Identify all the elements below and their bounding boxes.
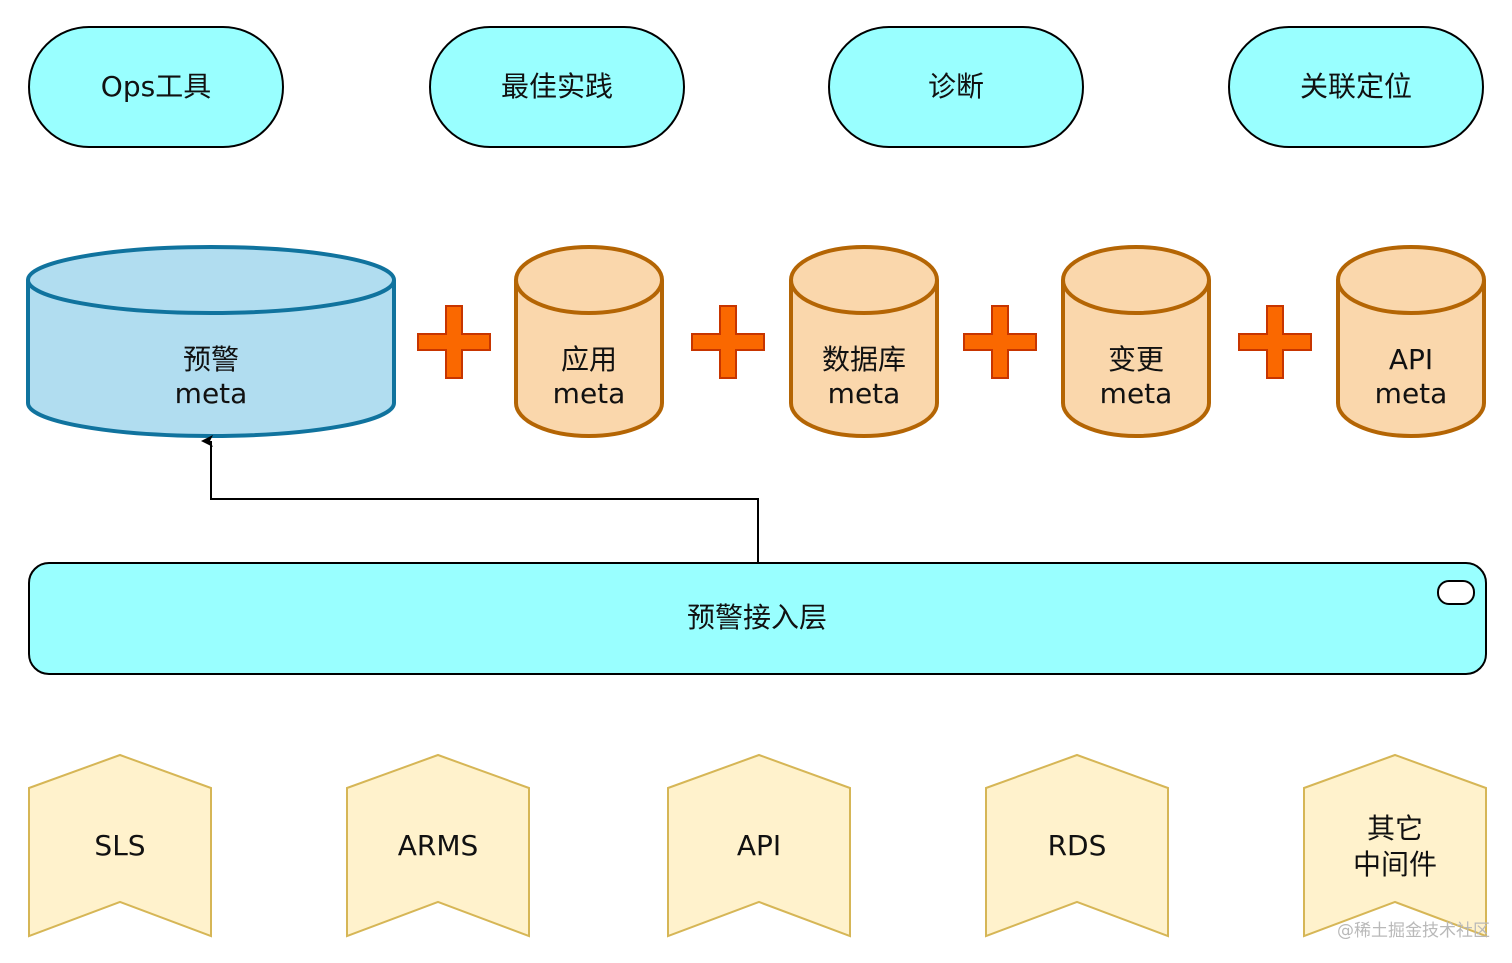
db-label-line1: 变更 bbox=[1108, 343, 1164, 376]
source-label-line1: 其它 bbox=[1367, 812, 1423, 845]
source-rds: RDS bbox=[985, 753, 1169, 938]
db-label-line2: meta bbox=[1375, 377, 1448, 410]
top-row: Ops工具 最佳实践 诊断 关联定位 bbox=[28, 26, 1484, 148]
source-sls: SLS bbox=[28, 753, 212, 938]
top-pill-ops-tools: Ops工具 bbox=[28, 26, 284, 148]
plus-icon bbox=[963, 305, 1037, 379]
plus-icon bbox=[691, 305, 765, 379]
source-label: API bbox=[737, 829, 781, 862]
top-pill-correlation: 关联定位 bbox=[1228, 26, 1484, 148]
watermark: @稀土掘金技术社区 bbox=[1337, 921, 1490, 941]
connector-arrow bbox=[201, 435, 759, 562]
source-label: ARMS bbox=[398, 829, 479, 862]
top-pill-diagnosis: 诊断 bbox=[828, 26, 1084, 148]
db-change-meta: 变更 meta bbox=[1061, 245, 1211, 438]
db-api-meta: API meta bbox=[1336, 245, 1486, 438]
source-api: API bbox=[667, 753, 851, 938]
db-label-line2: meta bbox=[1100, 377, 1173, 410]
access-layer-bar: 预警接入层 bbox=[28, 562, 1487, 675]
access-layer-label: 预警接入层 bbox=[687, 601, 827, 634]
top-pill-label: 最佳实践 bbox=[501, 70, 613, 103]
source-label: RDS bbox=[1048, 829, 1107, 862]
source-arms: ARMS bbox=[346, 753, 530, 938]
db-label-line1: API bbox=[1389, 343, 1433, 376]
source-label-line2: 中间件 bbox=[1353, 848, 1437, 881]
source-other-middleware: 其它 中间件 bbox=[1303, 753, 1487, 938]
top-pill-label: Ops工具 bbox=[101, 70, 211, 103]
db-database-meta: 数据库 meta bbox=[789, 245, 939, 438]
db-label-line1: 应用 bbox=[561, 343, 617, 376]
source-label: SLS bbox=[94, 829, 145, 862]
db-label-line1: 数据库 bbox=[822, 343, 906, 376]
db-label-line1: 预警 bbox=[183, 343, 239, 376]
top-pill-label: 诊断 bbox=[928, 70, 984, 103]
pill-badge-icon bbox=[1437, 580, 1475, 605]
db-label-line2: meta bbox=[828, 377, 901, 410]
top-pill-best-practice: 最佳实践 bbox=[429, 26, 685, 148]
db-app-meta: 应用 meta bbox=[514, 245, 664, 438]
db-label-line2: meta bbox=[553, 377, 626, 410]
db-label-line2: meta bbox=[175, 377, 248, 410]
plus-icon bbox=[1238, 305, 1312, 379]
top-pill-label: 关联定位 bbox=[1300, 70, 1412, 103]
plus-icon bbox=[417, 305, 491, 379]
db-alert-meta: 预警 meta bbox=[26, 245, 396, 438]
